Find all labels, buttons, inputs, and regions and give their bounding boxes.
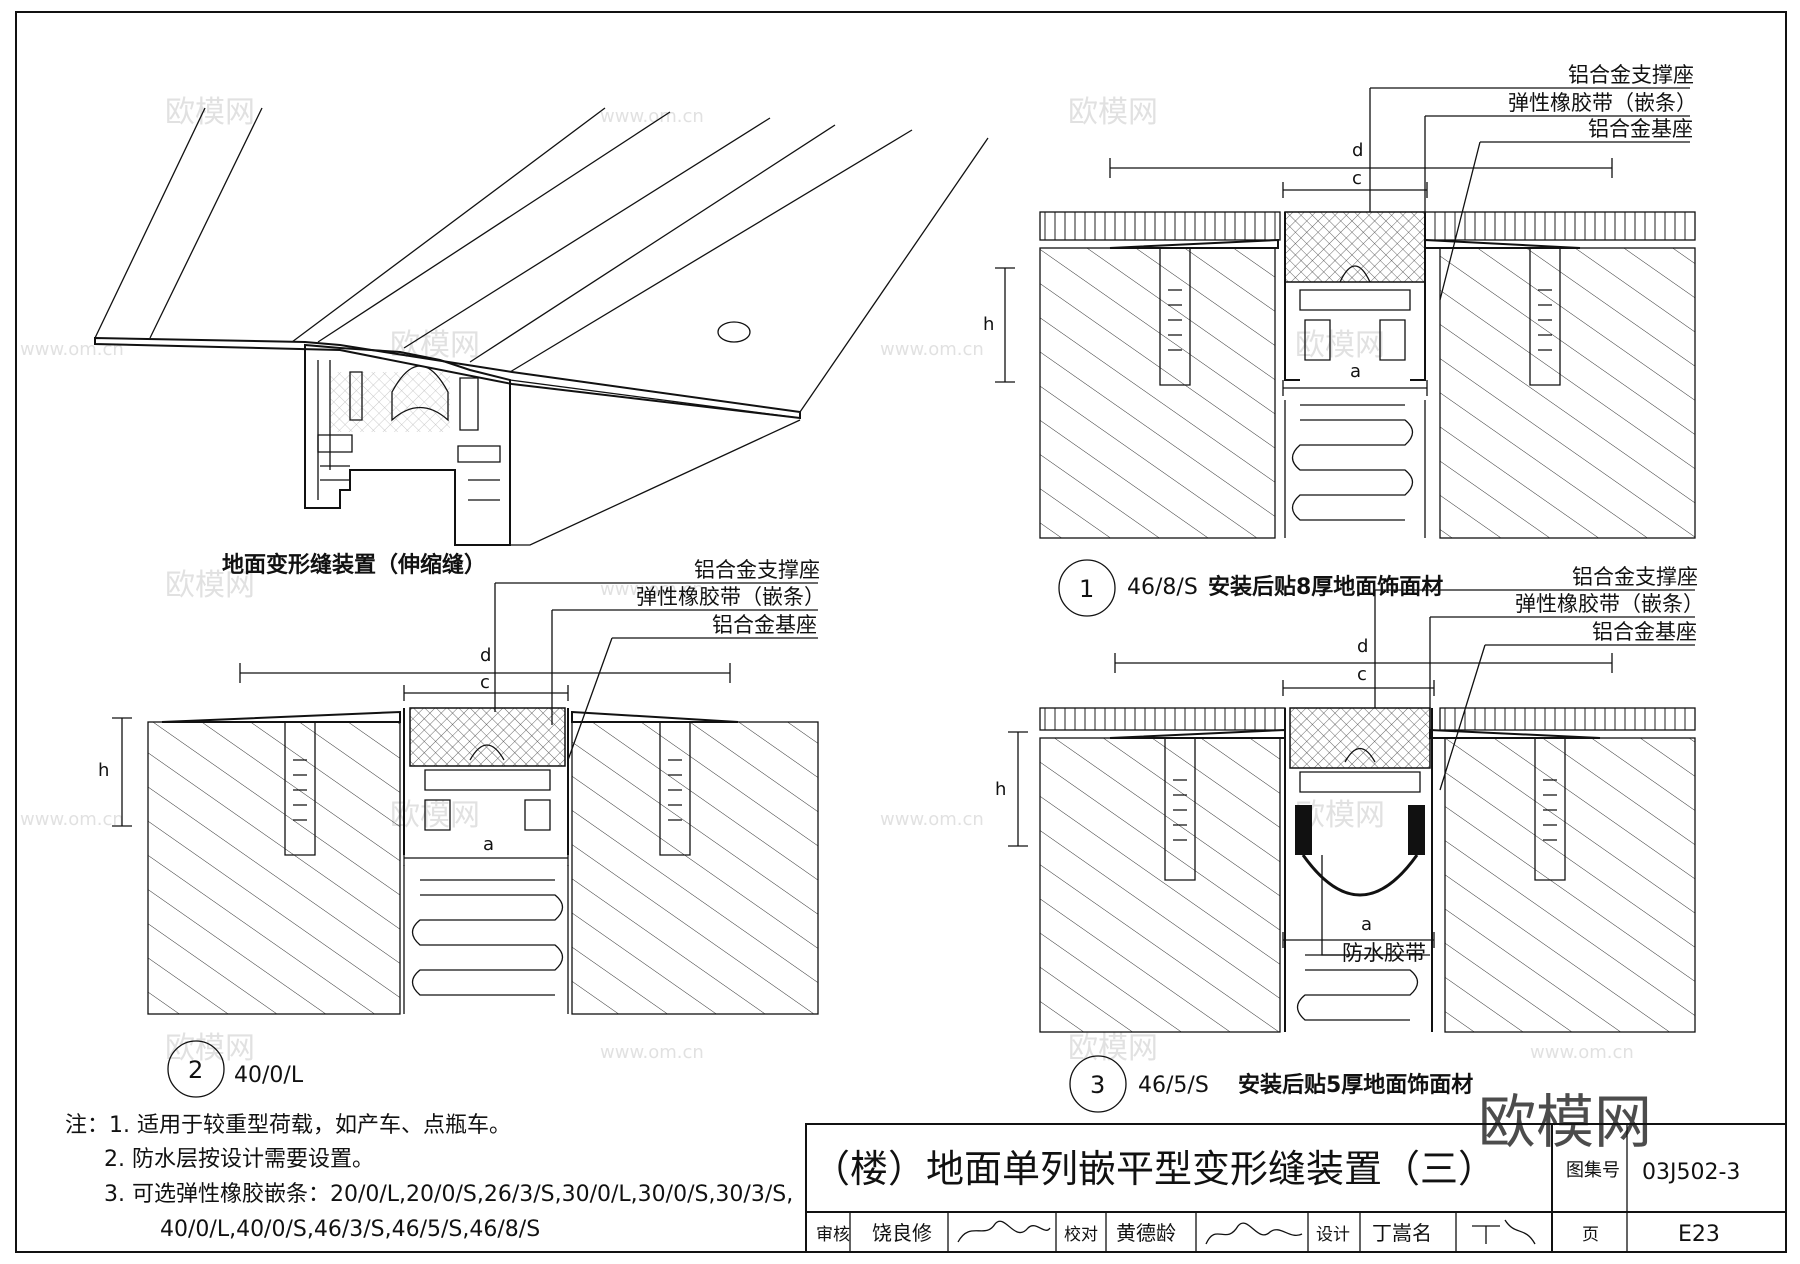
detail-3-tag <box>1069 1055 1127 1113</box>
dim-c: c <box>1357 664 1367 685</box>
detail-3-code: 46/5/S <box>1138 1073 1209 1098</box>
dim-a: a <box>483 834 494 855</box>
watermark-brand: 欧模网 <box>1295 328 1385 363</box>
watermark-url: www.om.cn <box>20 809 124 830</box>
detail-1-tag <box>1058 559 1116 617</box>
detail-3: d c a h 铝合金支撑座 弹性橡胶带（嵌条） 铝合金基座 防水胶带 3 46… <box>995 565 1704 1113</box>
label-waterproof-tape: 防水胶带 <box>1342 941 1426 965</box>
isometric-expansion-joint: 地面变形缝装置（伸缩缝） <box>94 107 989 578</box>
review-name: 饶良修 <box>872 1221 932 1245</box>
dim-d: d <box>1352 140 1363 161</box>
watermark-brand: 欧模网 <box>165 568 255 603</box>
dim-h: h <box>98 760 109 781</box>
check-signature <box>1205 1222 1303 1245</box>
watermark-url: www.om.cn <box>1530 1042 1634 1063</box>
watermark-brand: 欧模网 <box>165 95 255 130</box>
watermark-url: www.om.cn <box>880 809 984 830</box>
review-signature <box>957 1220 1051 1243</box>
dim-h: h <box>995 779 1006 800</box>
check-name: 黄德龄 <box>1116 1221 1176 1245</box>
watermark-brand: 欧模网 <box>390 328 480 363</box>
page-number: E23 <box>1678 1222 1720 1247</box>
atlas-number: 03J502-3 <box>1642 1160 1740 1185</box>
detail-1: d c a h 铝合金支撑座 弹性橡胶带（嵌条） 铝合金基座 1 46/8/S … <box>983 63 1697 617</box>
dim-a: a <box>1350 361 1361 382</box>
watermark-url: www.om.cn <box>20 339 124 360</box>
label-base: 铝合金基座 <box>712 613 817 637</box>
watermark-url: www.om.cn <box>880 339 984 360</box>
watermark-url: www.om.cn <box>600 1042 704 1063</box>
note-line-3: 3. 可选弹性橡胶嵌条：20/0/L,20/0/S,26/3/S,30/0/L,… <box>104 1182 793 1207</box>
label-support: 铝合金支撑座 <box>1568 63 1694 87</box>
check-label: 校对 <box>1064 1225 1098 1245</box>
atlas-label: 图集号 <box>1566 1160 1620 1181</box>
dim-a: a <box>1361 914 1372 935</box>
design-name: 丁嵩名 <box>1372 1221 1432 1245</box>
label-base: 铝合金基座 <box>1588 117 1693 141</box>
dim-c: c <box>480 672 490 693</box>
label-base: 铝合金基座 <box>1592 620 1697 644</box>
drawing-title: （楼）地面单列嵌平型变形缝装置（三） <box>812 1147 1496 1191</box>
dim-c: c <box>1352 168 1362 189</box>
detail-1-desc: 安装后贴8厚地面饰面材 <box>1208 574 1443 600</box>
label-rubber-strip: 弹性橡胶带（嵌条） <box>1508 91 1697 115</box>
dim-h: h <box>983 314 994 335</box>
watermark-url: www.om.cn <box>600 106 704 127</box>
watermark-brand: 欧模网 <box>165 1031 255 1066</box>
label-rubber-strip: 弹性橡胶带（嵌条） <box>636 585 825 609</box>
note-line-1: 注：1. 适用于较重型荷载，如产车、点瓶车。 <box>65 1113 511 1138</box>
review-label: 审核 <box>816 1225 850 1245</box>
note-line-4: 40/0/L,40/0/S,46/3/S,46/5/S,46/8/S <box>160 1217 540 1242</box>
detail-2: d c a h 铝合金支撑座 弹性橡胶带（嵌条） 铝合金基座 2 40/0/L <box>98 558 825 1098</box>
note-line-2: 2. 防水层按设计需要设置。 <box>104 1147 374 1172</box>
detail-2-num: 2 <box>188 1056 203 1084</box>
detail-3-desc: 安装后贴5厚地面饰面材 <box>1238 1072 1473 1098</box>
watermark-url: www.om.cn <box>600 579 704 600</box>
page-label: 页 <box>1582 1225 1599 1245</box>
detail-2-tag <box>167 1040 225 1098</box>
design-label: 设计 <box>1316 1225 1350 1245</box>
watermark-brand: 欧模网 <box>1068 95 1158 130</box>
brand-watermark: 欧模网 <box>1478 1088 1652 1156</box>
dim-d: d <box>1357 636 1368 657</box>
notes: 注：1. 适用于较重型荷载，如产车、点瓶车。 2. 防水层按设计需要设置。 3.… <box>65 1113 793 1242</box>
detail-2-code: 40/0/L <box>234 1063 304 1088</box>
label-support: 铝合金支撑座 <box>694 558 820 582</box>
detail-3-num: 3 <box>1090 1071 1105 1099</box>
label-support: 铝合金支撑座 <box>1572 565 1698 589</box>
iso-caption: 地面变形缝装置（伸缩缝） <box>222 552 486 578</box>
label-rubber-strip: 弹性橡胶带（嵌条） <box>1515 592 1704 616</box>
title-block: （楼）地面单列嵌平型变形缝装置（三） 图集号 03J502-3 审核 饶良修 校… <box>805 1123 1787 1253</box>
detail-1-num: 1 <box>1079 575 1094 603</box>
dim-d: d <box>480 645 491 666</box>
design-signature <box>1472 1219 1536 1245</box>
detail-1-code: 46/8/S <box>1127 575 1198 600</box>
